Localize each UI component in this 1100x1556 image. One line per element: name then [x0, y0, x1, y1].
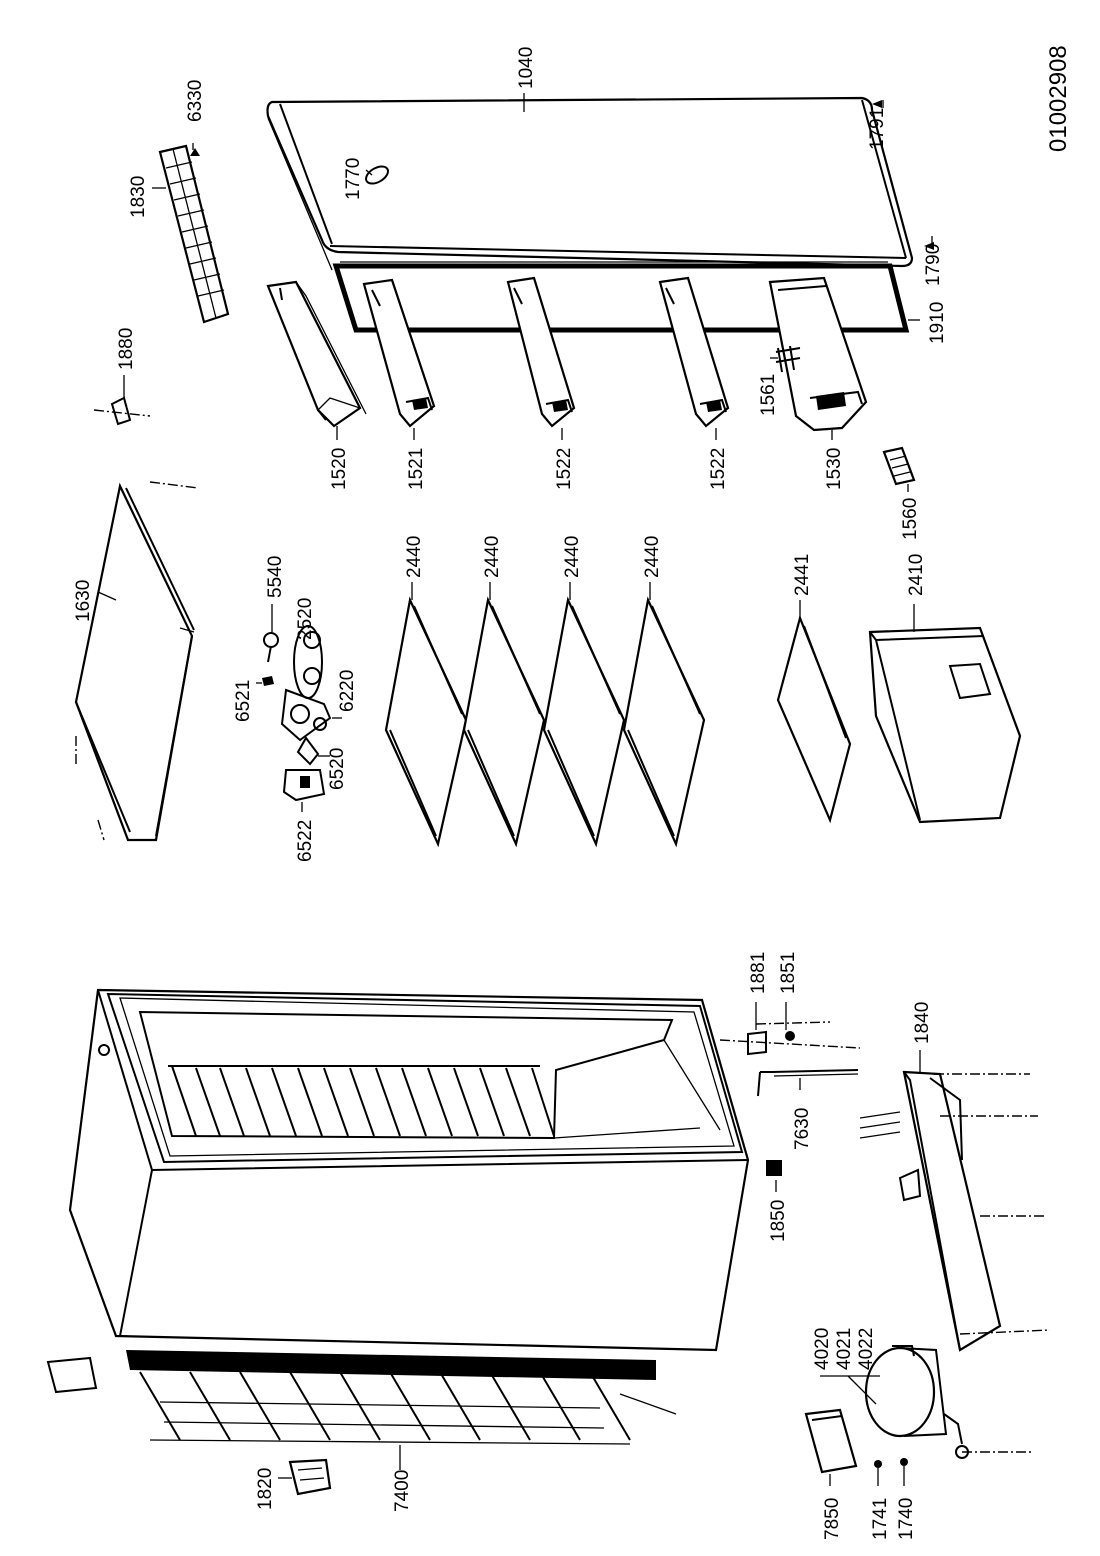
condenser-7400 [126, 1350, 677, 1445]
label-1740: 1740 [896, 1498, 917, 1540]
label-1530: 1530 [824, 448, 845, 490]
label-1770: 1770 [343, 158, 364, 200]
label-7850: 7850 [822, 1498, 843, 1540]
top-cover-1630 [74, 482, 195, 842]
door-shelf-1520 [266, 280, 367, 428]
label-1820: 1820 [255, 1468, 276, 1510]
glass-shelf-2440-3 [542, 596, 626, 848]
label-1881: 1881 [748, 952, 769, 994]
label-4022: 4022 [856, 1328, 877, 1370]
cabinet-inner-ribs [168, 1065, 555, 1137]
hinge-pin-1791 [872, 100, 882, 108]
door-shelf-1522-upper [506, 276, 576, 428]
door-gasket [332, 261, 910, 333]
crisper-cover-2441 [776, 614, 852, 824]
label-1880: 1880 [116, 328, 137, 370]
label-1910: 1910 [927, 302, 948, 344]
grommet-1740 [900, 1458, 908, 1466]
label-4021: 4021 [834, 1328, 855, 1370]
label-2410: 2410 [906, 554, 927, 596]
label-1522-lower: 1522 [708, 448, 729, 490]
relay-box-7850 [804, 1408, 858, 1474]
clip-1820 [288, 1458, 332, 1496]
label-6330: 6330 [185, 80, 206, 122]
door-shelf-1521 [362, 278, 436, 428]
switch-6522 [282, 769, 326, 802]
label-2440-1: 2440 [404, 536, 425, 578]
label-6522: 6522 [295, 820, 316, 862]
screw-6521 [262, 676, 274, 686]
label-7400: 7400 [392, 1470, 413, 1512]
label-plate [46, 1356, 98, 1394]
hinge-1881 [719, 1021, 861, 1056]
divider-1561 [775, 345, 801, 373]
label-2520: 2520 [295, 598, 316, 640]
drain-tube-7630 [757, 1069, 859, 1097]
label-1850: 1850 [768, 1200, 789, 1242]
label-2440-4: 2440 [642, 536, 663, 578]
egg-tray-1560 [882, 446, 916, 486]
label-1851: 1851 [778, 952, 799, 994]
label-1560: 1560 [900, 498, 921, 540]
label-1630: 1630 [73, 580, 94, 622]
label-6520: 6520 [327, 748, 348, 790]
cabinet-body [68, 988, 750, 1352]
label-1040: 1040 [516, 47, 537, 89]
label-1791: 1791 [867, 108, 888, 150]
label-6521: 6521 [233, 680, 254, 722]
label-1521: 1521 [406, 448, 427, 490]
door-bottle-shelf-1530 [768, 276, 868, 432]
screw-6330 [190, 148, 200, 156]
door-panel [266, 96, 914, 271]
label-1790: 1790 [923, 244, 944, 286]
grommet-1741 [874, 1460, 882, 1468]
label-1830: 1830 [128, 176, 149, 218]
glass-shelf-2440-1 [384, 596, 468, 848]
label-1840: 1840 [912, 1002, 933, 1044]
bulb-5540 [263, 632, 279, 663]
label-5540: 5540 [265, 556, 286, 598]
hinge-1880 [93, 396, 151, 426]
label-1522-upper: 1522 [554, 448, 575, 490]
knob-6520 [296, 736, 320, 766]
ventilation-grille [158, 144, 230, 324]
label-1520: 1520 [329, 448, 350, 490]
label-2440-2: 2440 [482, 536, 503, 578]
label-2441: 2441 [792, 554, 813, 596]
label-1561: 1561 [758, 374, 779, 416]
crisper-drawer-2410 [868, 626, 1022, 824]
plug-1850 [766, 1160, 782, 1176]
label-1741: 1741 [870, 1498, 891, 1540]
door-handle [365, 165, 389, 185]
thermostat-6220 [280, 688, 332, 742]
diagram-id: 01002908 [1045, 45, 1072, 152]
glass-shelf-2440-2 [462, 596, 546, 848]
label-7630: 7630 [792, 1108, 813, 1150]
label-4020: 4020 [812, 1328, 833, 1370]
compressor-4020 [864, 1345, 1032, 1459]
compressor-bracket-1840 [859, 1070, 1051, 1352]
label-6220: 6220 [337, 670, 358, 712]
label-2440-3: 2440 [562, 536, 583, 578]
door-shelf-1522-lower [658, 276, 730, 428]
glass-shelf-2440-4 [622, 596, 706, 848]
